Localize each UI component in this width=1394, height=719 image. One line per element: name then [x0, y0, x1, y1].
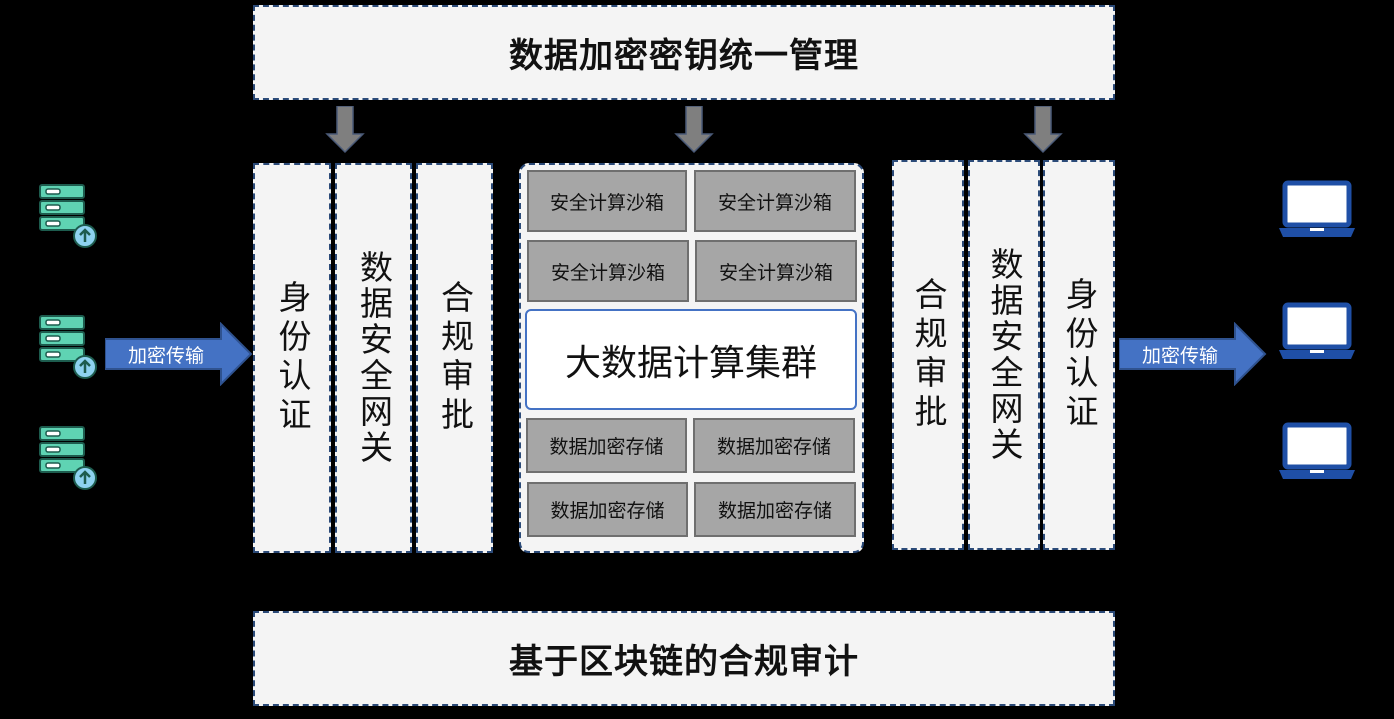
sandbox-label: 安全计算沙箱: [718, 261, 833, 284]
top-banner: 数据加密密钥统一管理: [253, 5, 1115, 100]
laptop-icon: [1279, 180, 1355, 237]
encrypted-transfer-arrow-right: [1119, 322, 1267, 386]
left-compliance-approval: 合规审批: [416, 163, 493, 553]
right-identity-auth-label: 身份认证: [1060, 277, 1099, 433]
right-security-gateway: 数据安全网关: [968, 160, 1040, 550]
down-arrow-icon: [1023, 106, 1063, 154]
sandbox-label: 安全计算沙箱: [717, 191, 832, 214]
bottom-banner: 基于区块链的合规审计: [253, 611, 1115, 706]
encrypted-transfer-label-right: 加密传输: [1141, 344, 1218, 367]
big-data-cluster: 大数据计算集群: [525, 309, 857, 410]
down-arrow-icon: [674, 106, 714, 154]
left-compliance-approval-label: 合规审批: [435, 280, 475, 436]
sandbox-box: 安全计算沙箱: [527, 170, 687, 232]
laptop-icon: [1279, 422, 1355, 479]
bottom-banner-text: 基于区块链的合规审计: [509, 642, 859, 682]
server-upload-icon: [39, 315, 97, 379]
sandbox-box: 安全计算沙箱: [527, 240, 689, 302]
down-arrow-icon: [325, 106, 365, 154]
encrypted-storage-box: 数据加密存储: [693, 418, 855, 473]
left-identity-auth-label: 身份认证: [273, 280, 312, 436]
sandbox-box: 安全计算沙箱: [695, 240, 857, 302]
sandbox-label: 安全计算沙箱: [550, 261, 665, 284]
top-banner-text: 数据加密密钥统一管理: [509, 36, 859, 76]
laptop-icon: [1279, 302, 1355, 359]
big-data-cluster-label: 大数据计算集群: [564, 342, 817, 384]
left-security-gateway: 数据安全网关: [335, 163, 412, 553]
encrypted-storage-label: 数据加密存储: [549, 436, 664, 458]
right-compliance-approval: 合规审批: [892, 160, 964, 550]
encrypted-transfer-arrow-left: [105, 322, 253, 386]
right-identity-auth: 身份认证: [1043, 160, 1115, 550]
right-compliance-approval-label: 合规审批: [909, 277, 948, 433]
server-upload-icon: [39, 426, 97, 490]
left-security-gateway-label: 数据安全网关: [354, 250, 394, 466]
encrypted-storage-box: 数据加密存储: [526, 418, 687, 473]
encrypted-storage-label: 数据加密存储: [716, 436, 831, 458]
sandbox-box: 安全计算沙箱: [694, 170, 856, 232]
encrypted-transfer-label-left: 加密传输: [127, 344, 204, 367]
sandbox-label: 安全计算沙箱: [549, 191, 664, 214]
right-security-gateway-label: 数据安全网关: [985, 247, 1024, 463]
encrypted-storage-box: 数据加密存储: [694, 482, 856, 537]
encrypted-storage-box: 数据加密存储: [527, 482, 688, 537]
encrypted-storage-label: 数据加密存储: [717, 500, 832, 522]
encrypted-storage-label: 数据加密存储: [550, 500, 665, 522]
server-upload-icon: [39, 184, 97, 248]
left-identity-auth: 身份认证: [253, 163, 331, 553]
